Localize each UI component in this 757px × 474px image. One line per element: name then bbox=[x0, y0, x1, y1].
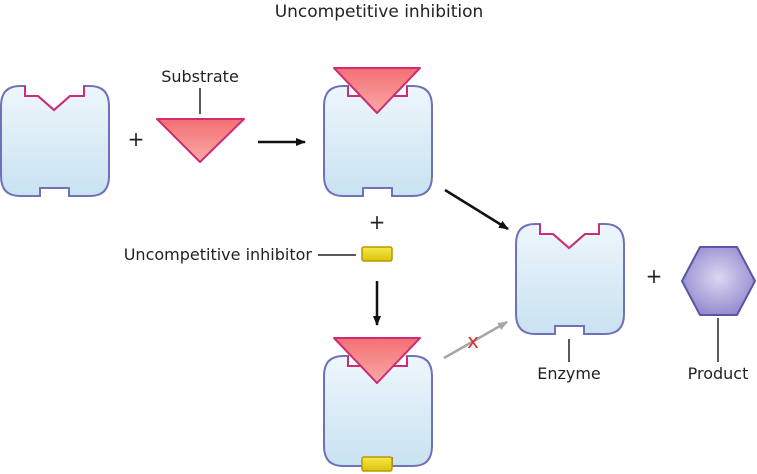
substrate-bound-inhibited bbox=[333, 337, 421, 384]
inhibitor-bound bbox=[361, 456, 393, 472]
enzyme-substrate-inhibitor-complex bbox=[323, 337, 433, 472]
plus-sign-3: + bbox=[646, 264, 663, 288]
substrate-free bbox=[156, 118, 245, 163]
enzyme-label: Enzyme bbox=[537, 364, 601, 383]
enzyme-substrate-complex bbox=[323, 67, 433, 197]
diagram-title: Uncompetitive inhibition bbox=[275, 2, 484, 22]
enzyme-released bbox=[515, 223, 625, 335]
blocked-mark: x bbox=[467, 329, 479, 353]
inhibitor-free bbox=[361, 246, 393, 262]
arrow-catalysis bbox=[444, 188, 509, 231]
arrow-blocked bbox=[443, 320, 508, 360]
plus-sign-2: + bbox=[369, 210, 386, 234]
substrate-bound bbox=[333, 67, 421, 114]
product-label: Product bbox=[688, 364, 749, 383]
substrate-label: Substrate bbox=[161, 67, 239, 86]
inhibitor-label: Uncompetitive inhibitor bbox=[124, 245, 313, 264]
plus-sign-1: + bbox=[128, 127, 145, 151]
enzyme-free bbox=[0, 85, 110, 197]
product-hexagon bbox=[681, 246, 756, 316]
